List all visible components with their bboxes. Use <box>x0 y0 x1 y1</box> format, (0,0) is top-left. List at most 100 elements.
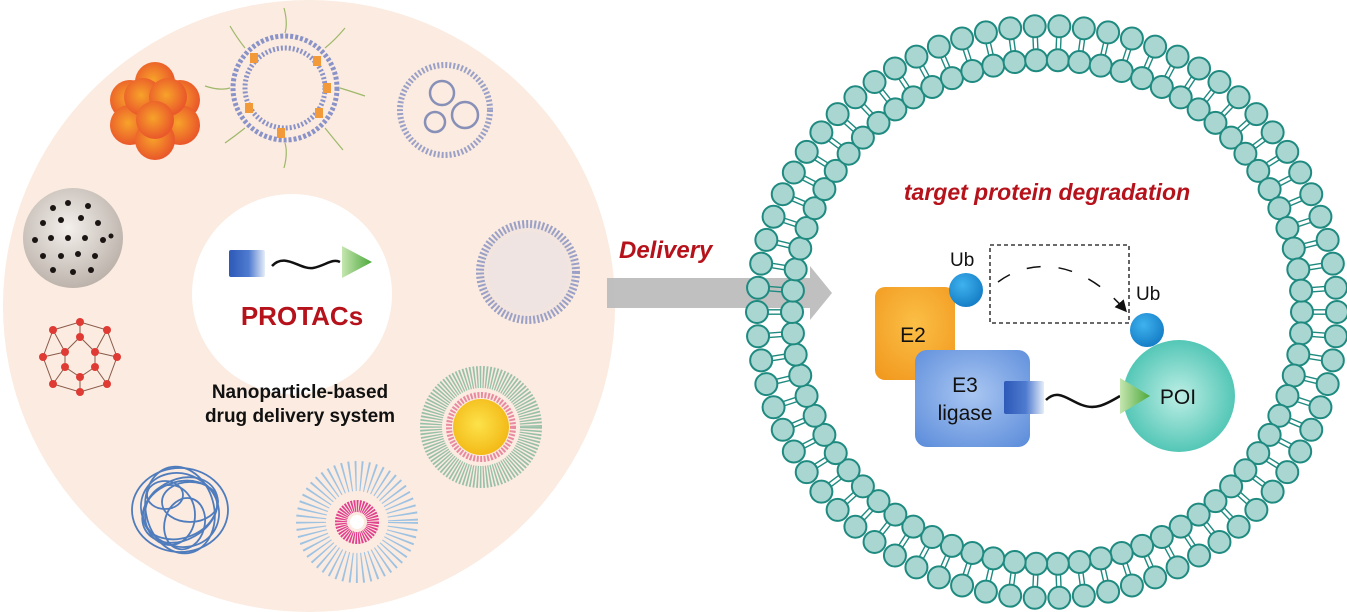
lipid-tail <box>1059 36 1062 51</box>
lipid-tail <box>815 459 830 469</box>
lipid-tail <box>1077 37 1082 52</box>
lipid-head <box>1325 300 1347 324</box>
lipid-tail <box>1147 554 1155 568</box>
lipid-tail <box>1036 573 1039 588</box>
lipid-tail <box>939 554 947 568</box>
lipid-tail <box>1289 199 1304 207</box>
ubiquitin-on-poi <box>1130 313 1164 347</box>
lipid-head <box>825 102 850 127</box>
lipid-tail <box>1311 331 1327 334</box>
lipid-tail <box>1251 477 1264 488</box>
ubiquitin-transfer-box <box>989 244 1130 324</box>
lipid-tail <box>783 400 799 407</box>
lipid-head <box>1203 489 1228 514</box>
lipid-tail <box>803 174 818 183</box>
lipid-tail <box>1251 136 1264 147</box>
poi-protein <box>1123 340 1235 452</box>
lipid-head <box>1149 525 1174 550</box>
lipid-head <box>1168 514 1193 539</box>
porous-nanosphere-icon <box>23 188 123 288</box>
lipid-tail <box>1099 41 1105 56</box>
lipid-tail <box>1099 568 1105 583</box>
lipid-head <box>1143 565 1168 590</box>
lipid-head <box>926 565 951 590</box>
lipid-tail <box>1303 243 1319 249</box>
protac-center-circle <box>192 194 392 394</box>
lipid-tail <box>922 64 931 78</box>
lipid-head <box>794 139 819 164</box>
lipid-head <box>1045 551 1070 576</box>
polymer-nanoparticle-icon <box>131 465 229 555</box>
lipid-head <box>850 474 875 499</box>
lipid-tail <box>1307 262 1323 267</box>
lipid-head <box>973 20 998 45</box>
lipid-tail <box>801 178 815 187</box>
lipid-tail <box>813 456 827 466</box>
lipid-tail <box>770 266 786 271</box>
lipid-head <box>960 540 985 565</box>
lipid-head <box>960 59 985 84</box>
lipid-tail <box>1295 217 1311 224</box>
lipid-head <box>1109 540 1134 565</box>
lipid-head <box>1165 44 1190 69</box>
lipid-tail <box>985 42 990 57</box>
lipid-head <box>823 441 848 466</box>
lipid-head <box>1130 66 1155 91</box>
lipid-head <box>1275 139 1300 164</box>
lipid-tail <box>845 118 858 130</box>
lipid-head <box>950 26 975 51</box>
metal-nanoparticle-cluster-icon <box>110 62 200 160</box>
lipid-tail <box>827 474 840 485</box>
lipid-head <box>1260 479 1285 504</box>
lipid-head <box>1286 257 1311 282</box>
lipid-head <box>746 275 771 300</box>
lipid-head <box>1024 551 1049 576</box>
lipid-head <box>882 543 907 568</box>
lipid-head <box>866 110 891 135</box>
lipid-head <box>1024 48 1049 73</box>
lipid-head <box>1226 85 1251 110</box>
lipid-tail <box>897 77 907 91</box>
lipid-tail <box>801 437 815 446</box>
lipid-head <box>1315 227 1340 252</box>
lipid-tail <box>1163 64 1172 78</box>
delivery-label: Delivery <box>619 237 714 264</box>
lipid-head <box>862 529 887 554</box>
lipid-head <box>1320 348 1345 373</box>
lipid-head <box>1315 372 1340 397</box>
lipid-tail <box>1167 66 1176 80</box>
ubiquitin-on-e2 <box>949 273 983 307</box>
lipid-head <box>882 56 907 81</box>
lipid-head <box>812 177 837 202</box>
lipid-tail <box>790 417 805 425</box>
lipid-head <box>770 417 795 442</box>
lipid-tail <box>1310 285 1326 289</box>
lipid-tail <box>1143 555 1151 570</box>
lipid-head <box>1047 585 1072 610</box>
lipid-head <box>1165 555 1190 580</box>
lipid-tail <box>1205 90 1216 104</box>
lipid-tail <box>1219 102 1231 115</box>
lipid-head <box>1119 573 1144 598</box>
lipid-tail <box>1267 158 1281 168</box>
lipid-tail <box>1202 88 1213 101</box>
lipid-tail <box>815 155 830 165</box>
lipid-tail <box>776 379 792 385</box>
lipid-head <box>1275 383 1300 408</box>
lipid-head <box>1299 182 1324 207</box>
lipid-tail <box>1121 562 1128 577</box>
lipid-tail <box>1308 353 1324 358</box>
lipid-head <box>1260 120 1285 145</box>
lipid-head <box>794 383 819 408</box>
lipid-head <box>1244 497 1269 522</box>
lipid-tail <box>1308 266 1324 271</box>
lipid-head <box>1308 395 1333 420</box>
lipid-head <box>866 489 891 514</box>
lipid-head <box>749 348 774 373</box>
lipid-tail <box>918 66 927 80</box>
protacs-label: PROTACs <box>241 301 363 331</box>
lipid-tail <box>1055 573 1058 588</box>
lipid-head <box>901 85 926 110</box>
lipid-head <box>973 579 998 604</box>
